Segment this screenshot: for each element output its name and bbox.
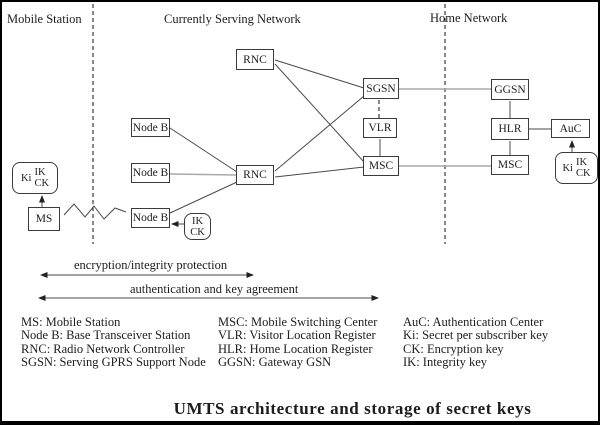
node-ms: MS (28, 207, 60, 231)
legend-entry: CK: Encryption key (403, 341, 504, 356)
node-nodeb-3: Node B (131, 208, 170, 228)
node-rnc-mid: RNC (236, 165, 274, 185)
radio-link-zigzag (63, 203, 127, 220)
legend-column-1: MS: Mobile Station Node B: Base Transcei… (21, 315, 206, 370)
legend-entry: Ki: Secret per subscriber key (403, 328, 549, 343)
section-label-home-network: Home Network (430, 11, 508, 25)
legend-entry: VLR: Visitor Location Register (218, 328, 376, 343)
legend-entry: GGSN: Gateway GSN (218, 355, 332, 370)
ki-label: Ki (562, 162, 573, 174)
node-nodeb-1: Node B (131, 118, 170, 137)
legend-entry: MS: Mobile Station (21, 315, 121, 329)
node-vlr: VLR (363, 118, 397, 138)
keybox-auc: Ki IK CK (555, 152, 598, 184)
legend-entry: IK: Integrity key (403, 355, 488, 370)
legend-column-2: MSC: Mobile Switching Center VLR: Visito… (218, 315, 378, 370)
legend-entry: HLR: Home Location Register (218, 341, 373, 356)
node-nodeb-2: Node B (131, 163, 170, 183)
node-rnc-top: RNC (236, 49, 274, 70)
ik-label: IK (191, 215, 204, 227)
ki-label: Ki (20, 172, 32, 184)
ck-label: CK (34, 178, 50, 189)
ik-label: IK (575, 157, 588, 168)
node-ggsn: GGSN (491, 79, 529, 100)
encryption-arrow-label: encryption/integrity protection (74, 258, 228, 272)
section-label-mobile-station: Mobile Station (7, 12, 82, 26)
ik-label: IK (34, 167, 46, 178)
node-hlr: HLR (491, 118, 529, 140)
ck-label: CK (575, 168, 591, 179)
legend-entry: MSC: Mobile Switching Center (218, 315, 378, 329)
legend-entry: SGSN: Serving GPRS Support Node (21, 355, 206, 370)
node-msc-home: MSC (491, 155, 529, 175)
node-sgsn: SGSN (363, 78, 399, 99)
node-msc-serving: MSC (363, 156, 399, 176)
keybox-mobile-station: Ki IK CK (12, 162, 58, 194)
ck-label: CK (190, 226, 205, 238)
legend-entry: RNC: Radio Network Controller (21, 341, 185, 356)
keybox-nodeb: IK CK (184, 213, 211, 240)
node-auc: AuC (551, 119, 590, 138)
authentication-arrow-label: authentication and key agreement (130, 282, 299, 296)
section-label-serving-network: Currently Serving Network (164, 12, 301, 26)
legend-column-3: AuC: Authentication Center Ki: Secret pe… (403, 315, 549, 370)
legend-entry: AuC: Authentication Center (403, 315, 544, 329)
diagram-connectors (38, 4, 575, 301)
figure-caption: UMTS architecture and storage of secret … (173, 399, 532, 418)
legend-entry: Node B: Base Transceiver Station (21, 328, 191, 343)
